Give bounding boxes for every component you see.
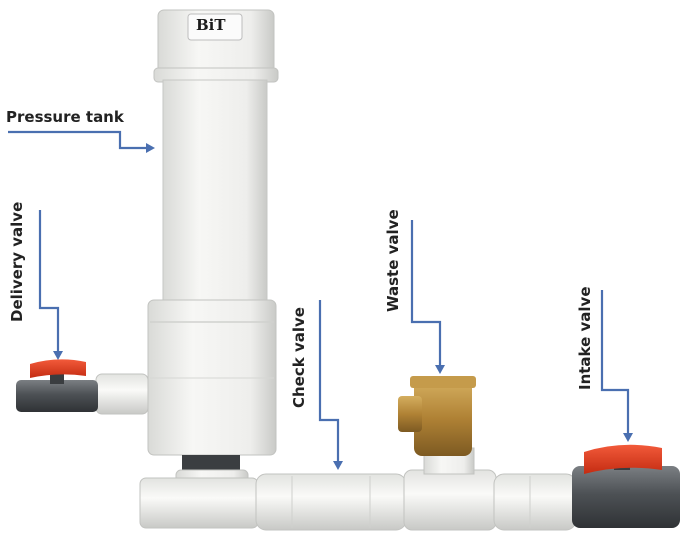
tank-tee-fitting (139, 455, 259, 529)
pressure-tank-arrow (8, 130, 148, 150)
check-valve (255, 473, 407, 531)
intake-valve-label: Intake valve (576, 286, 594, 390)
waste-valve-arrow (410, 220, 442, 366)
waste-valve-label: Waste valve (384, 209, 402, 312)
pressure-tank-label: Pressure tank (6, 108, 124, 126)
delivery-valve-arrowhead (53, 351, 63, 360)
delivery-valve (16, 359, 149, 415)
check-valve-label: Check valve (290, 307, 308, 408)
waste-valve-arrowhead (435, 365, 445, 374)
intake-valve (572, 444, 680, 528)
delivery-valve-label: Delivery valve (8, 201, 26, 322)
union-fitting (493, 473, 577, 531)
pressure-tank-arrowhead (146, 143, 155, 153)
brand-logo-text: BiT (196, 16, 226, 34)
pressure-tank (147, 9, 279, 456)
check-valve-arrow (318, 300, 340, 462)
intake-valve-arrow (600, 290, 630, 434)
check-valve-arrowhead (333, 461, 343, 470)
delivery-valve-arrow (38, 210, 60, 352)
intake-valve-arrowhead (623, 433, 633, 442)
waste-valve (398, 376, 497, 531)
